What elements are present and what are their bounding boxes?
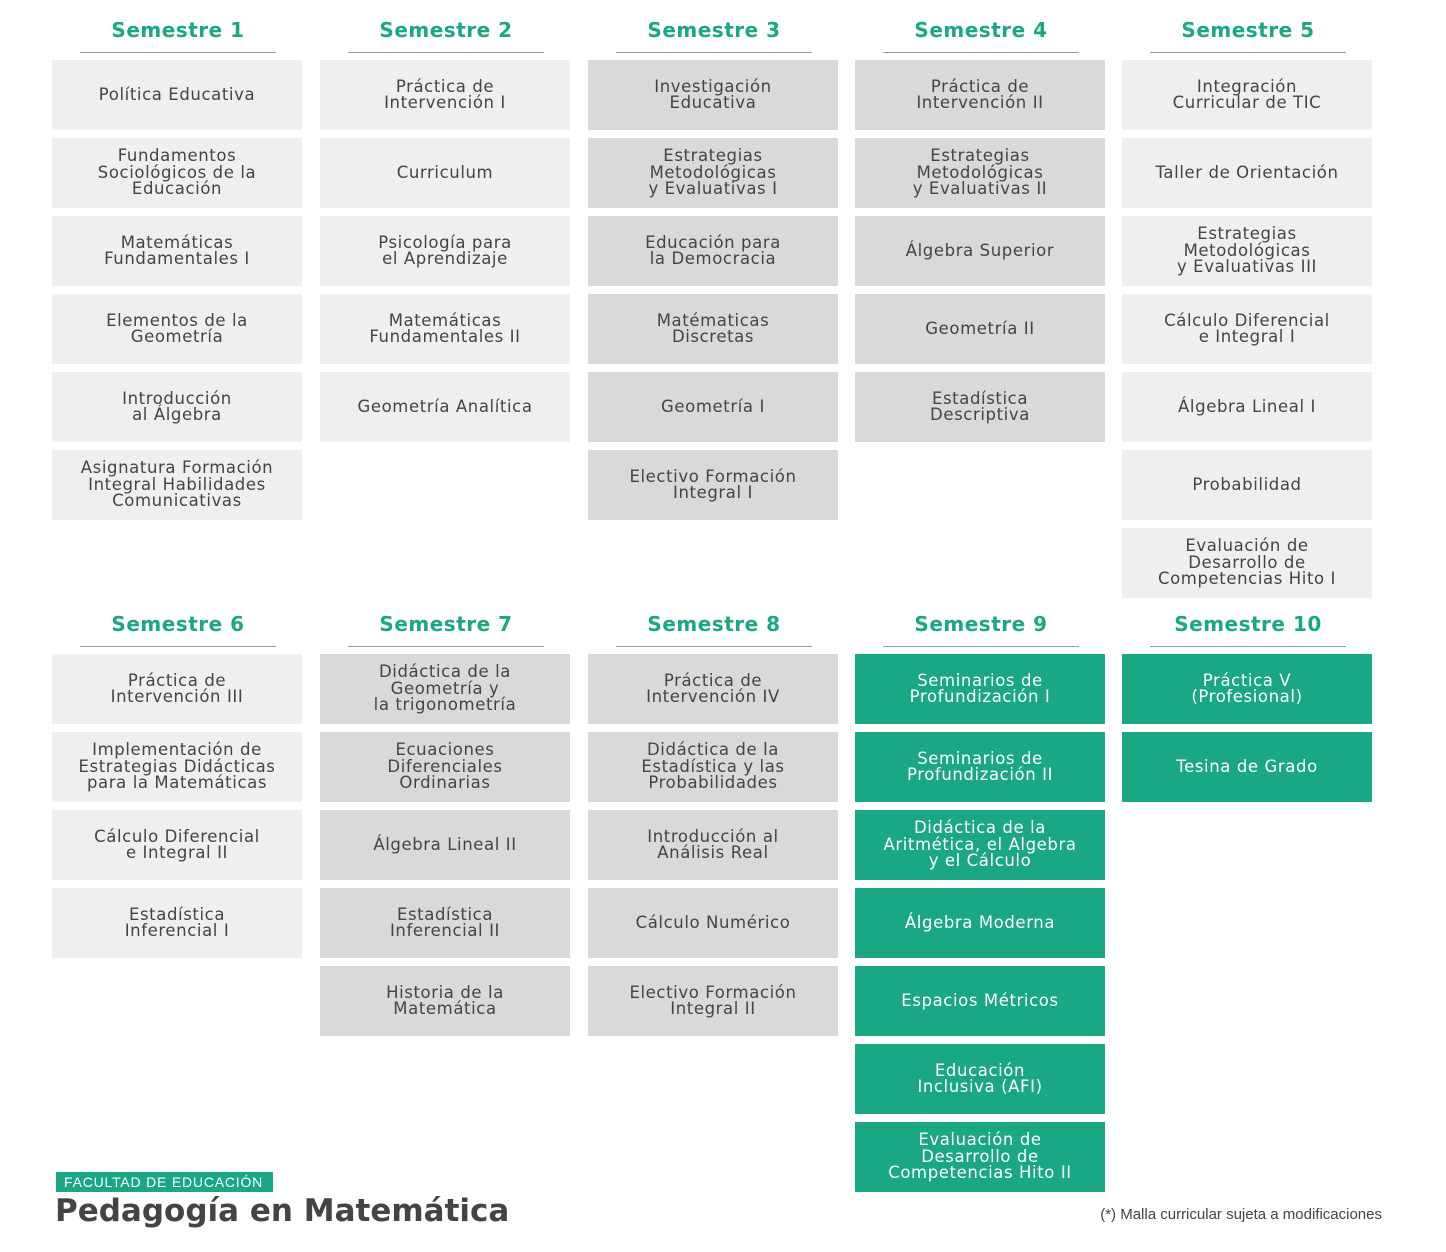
course-box: Fundamentos Sociológicos de la Educación — [52, 138, 302, 208]
semester-title-divider — [883, 52, 1079, 53]
semester-title: Semestre 9 — [855, 612, 1107, 647]
semester-title: Semestre 3 — [588, 18, 840, 53]
course-box: Álgebra Lineal I — [1122, 372, 1372, 442]
semester-title: Semestre 2 — [320, 18, 572, 53]
course-box: Didáctica de la Geometría y la trigonome… — [320, 654, 570, 724]
course-box: Seminarios de Profundización II — [855, 732, 1105, 802]
course-box: Geometría I — [588, 372, 838, 442]
faculty-tag: FACULTAD DE EDUCACIÓN — [56, 1172, 274, 1192]
course-box: Cálculo Diferencial e Integral II — [52, 810, 302, 880]
semester-title-divider — [1150, 646, 1346, 647]
course-box: Didáctica de la Aritmética, el Algebra y… — [855, 810, 1105, 880]
semester-title: Semestre 8 — [588, 612, 840, 647]
semester-title-divider — [616, 646, 812, 647]
course-box: Espacios Métricos — [855, 966, 1105, 1036]
course-box: Práctica de Intervención IV — [588, 654, 838, 724]
course-box: Estrategias Metodológicas y Evaluativas … — [855, 138, 1105, 208]
course-box: Estrategias Metodológicas y Evaluativas … — [588, 138, 838, 208]
course-box: Práctica V (Profesional) — [1122, 654, 1372, 724]
course-box: Curriculum — [320, 138, 570, 208]
semester-title-text: Semestre 10 — [1174, 612, 1322, 636]
course-box: Electivo Formación Integral II — [588, 966, 838, 1036]
semester-title-text: Semestre 5 — [1181, 18, 1315, 42]
course-box: Matemáticas Fundamentales II — [320, 294, 570, 364]
semester-title-divider — [80, 52, 276, 53]
course-box: Evaluación de Desarrollo de Competencias… — [1122, 528, 1372, 598]
semester-title-text: Semestre 8 — [647, 612, 781, 636]
course-box: Álgebra Superior — [855, 216, 1105, 286]
semester-title: Semestre 7 — [320, 612, 572, 647]
course-box: Práctica de Intervención II — [855, 60, 1105, 130]
course-box: Integración Curricular de TIC — [1122, 60, 1372, 130]
semester-title-text: Semestre 7 — [379, 612, 513, 636]
course-box: Educación para la Democracia — [588, 216, 838, 286]
course-box: Implementación de Estrategias Didácticas… — [52, 732, 302, 802]
course-box: Álgebra Lineal II — [320, 810, 570, 880]
semester-title-divider — [348, 52, 544, 53]
semester-title-text: Semestre 4 — [914, 18, 1048, 42]
course-box: Evaluación de Desarrollo de Competencias… — [855, 1122, 1105, 1192]
course-box: Cálculo Diferencial e Integral I — [1122, 294, 1372, 364]
course-box: Matemáticas Fundamentales I — [52, 216, 302, 286]
course-box: Educación Inclusiva (AFI) — [855, 1044, 1105, 1114]
course-box: Álgebra Moderna — [855, 888, 1105, 958]
semester-title-divider — [80, 646, 276, 647]
course-box: Seminarios de Profundización I — [855, 654, 1105, 724]
footnote: (*) Malla curricular sujeta a modificaci… — [1100, 1206, 1382, 1223]
semester-title: Semestre 6 — [52, 612, 304, 647]
semester-title-divider — [616, 52, 812, 53]
course-box: Psicología para el Aprendizaje — [320, 216, 570, 286]
semester-title-text: Semestre 3 — [647, 18, 781, 42]
course-box: Elementos de la Geometría — [52, 294, 302, 364]
course-box: Política Educativa — [52, 60, 302, 130]
course-box: Geometría II — [855, 294, 1105, 364]
course-box: Estadística Inferencial II — [320, 888, 570, 958]
semester-title-divider — [348, 646, 544, 647]
semester-title-divider — [1150, 52, 1346, 53]
course-box: Electivo Formación Integral I — [588, 450, 838, 520]
course-box: Historia de la Matemática — [320, 966, 570, 1036]
course-box: Práctica de Intervención I — [320, 60, 570, 130]
course-box: Asignatura Formación Integral Habilidade… — [52, 450, 302, 520]
course-box: Práctica de Intervención III — [52, 654, 302, 724]
course-box: Cálculo Numérico — [588, 888, 838, 958]
course-box: Matématicas Discretas — [588, 294, 838, 364]
semester-title-text: Semestre 6 — [111, 612, 245, 636]
course-box: Taller de Orientación — [1122, 138, 1372, 208]
course-box: Estadística Descriptiva — [855, 372, 1105, 442]
semester-title-text: Semestre 9 — [914, 612, 1048, 636]
course-box: Introducción al Álgebra — [52, 372, 302, 442]
semester-title: Semestre 5 — [1122, 18, 1374, 53]
course-box: Introducción al Análisis Real — [588, 810, 838, 880]
course-box: Ecuaciones Diferenciales Ordinarias — [320, 732, 570, 802]
course-box: Estrategias Metodológicas y Evaluativas … — [1122, 216, 1372, 286]
course-box: Estadística Inferencial I — [52, 888, 302, 958]
semester-title-divider — [883, 646, 1079, 647]
semester-title: Semestre 10 — [1122, 612, 1374, 647]
semester-title-text: Semestre 2 — [379, 18, 513, 42]
course-box: Investigación Educativa — [588, 60, 838, 130]
course-box: Didáctica de la Estadística y las Probab… — [588, 732, 838, 802]
course-box: Geometría Analítica — [320, 372, 570, 442]
semester-title: Semestre 1 — [52, 18, 304, 53]
semester-title: Semestre 4 — [855, 18, 1107, 53]
program-title: Pedagogía en Matemática — [55, 1193, 510, 1229]
course-box: Probabilidad — [1122, 450, 1372, 520]
course-box: Tesina de Grado — [1122, 732, 1372, 802]
semester-title-text: Semestre 1 — [111, 18, 245, 42]
